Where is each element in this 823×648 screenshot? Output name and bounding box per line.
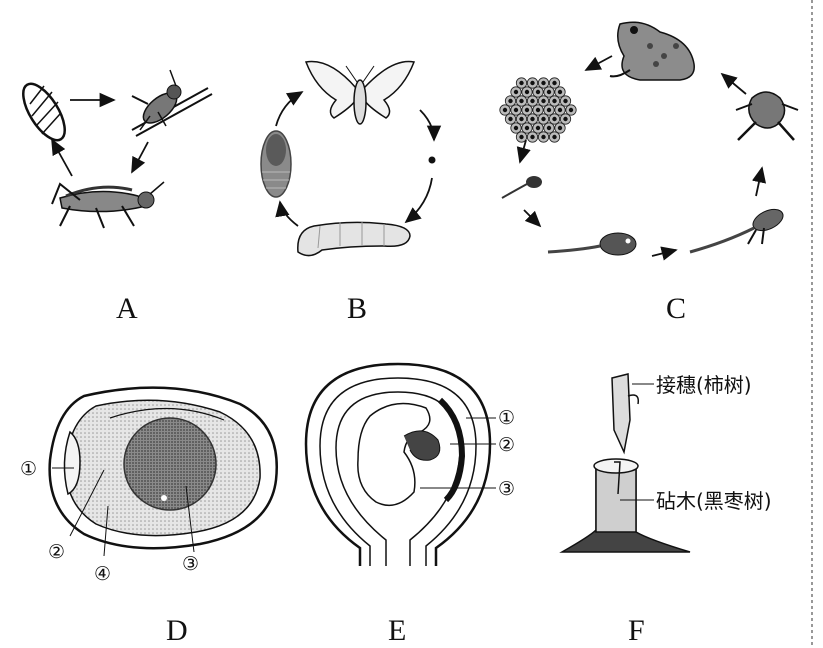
uterus-callout-2: ② xyxy=(498,434,515,456)
frog-egg-nucleus xyxy=(541,116,546,122)
panel-label-c: C xyxy=(666,292,686,325)
frog-egg-nucleus xyxy=(535,107,541,113)
frog-egg-nucleus xyxy=(541,98,546,104)
frog-egg-nucleus xyxy=(530,116,535,122)
frog-egg-nucleus xyxy=(524,125,530,131)
panel-e-fetus-uterus xyxy=(304,362,496,566)
silkworm-larva xyxy=(297,221,411,257)
frog-egg-nucleus xyxy=(530,98,535,104)
tadpole-older xyxy=(547,232,637,256)
panel-label-e: E xyxy=(388,614,406,647)
panel-label-f: F xyxy=(628,614,645,647)
frog-egg-nucleus xyxy=(552,80,557,86)
frog-egg-nucleus xyxy=(519,98,524,104)
panel-a-grasshopper-cycle xyxy=(22,69,213,229)
froglet xyxy=(735,91,799,141)
silkworm-moth xyxy=(304,60,416,125)
frog-egg-nucleus xyxy=(519,80,524,86)
frog-egg-nucleus xyxy=(557,125,563,131)
frog-egg-nucleus xyxy=(508,98,513,104)
grasshopper-nymph xyxy=(131,69,213,137)
grasshopper-adult xyxy=(51,181,165,229)
frog-eggs xyxy=(499,77,577,143)
frog-egg-nucleus xyxy=(513,107,519,113)
uterus-callout-1: ① xyxy=(498,407,515,429)
panel-label-a: A xyxy=(116,292,138,325)
frog-adult xyxy=(609,21,695,81)
frog-egg-nucleus xyxy=(541,134,546,140)
frog-egg-nucleus xyxy=(524,89,530,95)
frog-egg-nucleus xyxy=(563,116,568,122)
egg-callout-3: ③ xyxy=(182,553,199,575)
rootstock-label: 砧木(黑枣树) xyxy=(656,489,772,513)
frog-egg-nucleus xyxy=(530,134,535,140)
egg-callout-4: ④ xyxy=(94,563,111,585)
frog-egg-nucleus xyxy=(519,134,524,140)
frog-egg-nucleus xyxy=(519,116,524,122)
frog-egg-nucleus xyxy=(513,125,519,131)
frog-egg-nucleus xyxy=(508,116,513,122)
frog-egg-nucleus xyxy=(530,80,535,86)
scion-branch xyxy=(611,373,654,455)
panel-label-b: B xyxy=(347,292,367,325)
frog-egg-nucleus xyxy=(557,89,563,95)
egg-callout-2: ② xyxy=(48,541,65,563)
frog-egg-nucleus xyxy=(546,89,552,95)
frog-egg-nucleus xyxy=(546,107,552,113)
frog-egg-nucleus xyxy=(552,98,557,104)
frog-egg-nucleus xyxy=(524,107,530,113)
tadpole-young xyxy=(501,176,542,199)
silkworm-egg xyxy=(428,156,436,164)
egg-callout-1: ① xyxy=(20,458,37,480)
panel-b-silkworm-cycle xyxy=(260,60,442,257)
scion-label: 接穗(柿树) xyxy=(656,373,752,397)
tadpole-with-legs xyxy=(689,208,784,254)
rootstock-stump xyxy=(559,458,691,553)
frog-egg-nucleus xyxy=(535,89,541,95)
uterus-callout-3: ③ xyxy=(498,478,515,500)
frog-egg-nucleus xyxy=(552,134,557,140)
frog-egg-nucleus xyxy=(568,107,574,113)
frog-egg-nucleus xyxy=(513,89,519,95)
frog-egg-nucleus xyxy=(535,125,541,131)
frog-egg-nucleus xyxy=(546,125,552,131)
silkworm-pupa xyxy=(260,130,292,198)
grasshopper-egg xyxy=(22,82,66,142)
frog-egg-nucleus xyxy=(563,98,568,104)
panel-label-d: D xyxy=(166,614,188,647)
frog-egg-nucleus xyxy=(552,116,557,122)
frog-egg-nucleus xyxy=(502,107,508,113)
panel-d-bird-egg xyxy=(48,386,278,557)
frog-egg-nucleus xyxy=(541,80,546,86)
panel-f-grafting xyxy=(559,373,691,553)
frog-egg-nucleus xyxy=(557,107,563,113)
panel-c-frog-cycle xyxy=(499,21,799,261)
